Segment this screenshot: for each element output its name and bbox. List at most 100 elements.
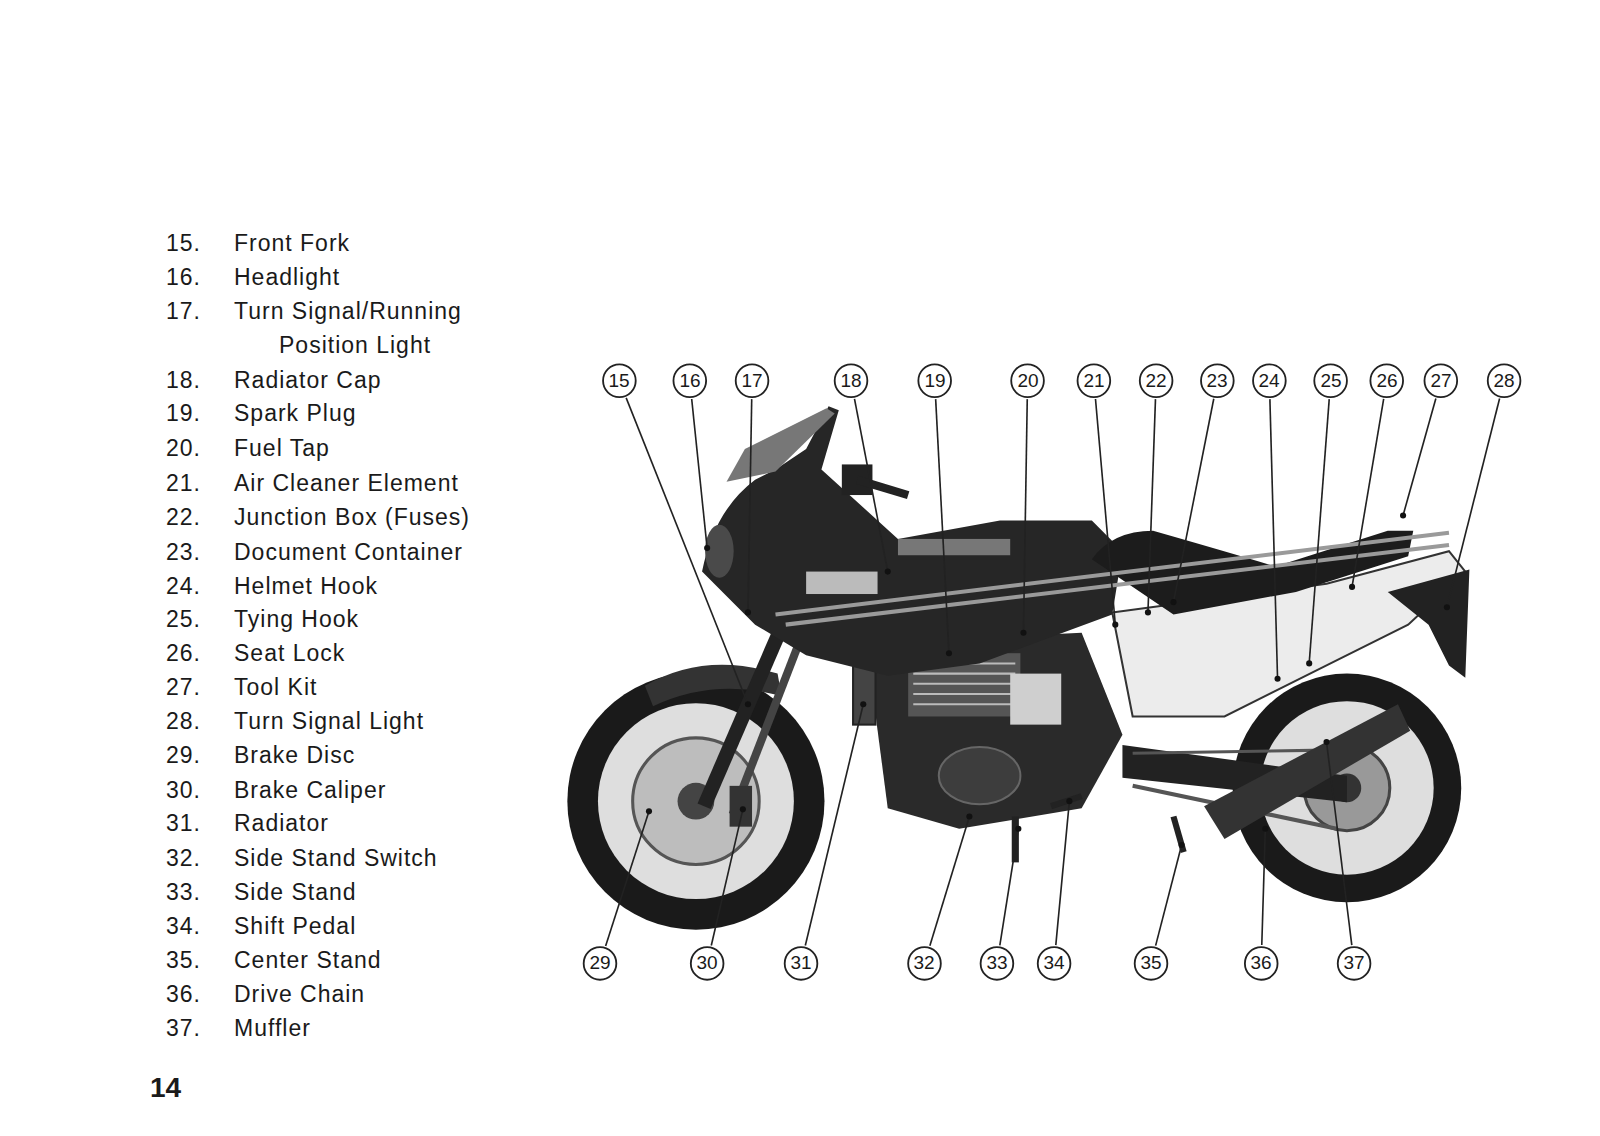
list-number: 29. <box>166 738 201 772</box>
callout-circle <box>1424 364 1457 397</box>
callout-circle <box>673 364 706 397</box>
callout-circle <box>1253 364 1286 397</box>
callout-number: 27 <box>1430 371 1451 391</box>
callout-number: 36 <box>1250 953 1271 973</box>
list-number: 27. <box>166 670 201 704</box>
part-name: Front Fork <box>234 226 350 260</box>
callout-number: 16 <box>679 371 700 391</box>
list-number: 37. <box>166 1011 201 1045</box>
callout-number: 19 <box>924 371 945 391</box>
callout-number: 32 <box>913 953 934 973</box>
callout-number: 25 <box>1320 371 1341 391</box>
callout-number: 34 <box>1043 953 1064 973</box>
illustration-part <box>702 406 1122 675</box>
part-name: Seat Lock <box>234 636 345 670</box>
leader-dot <box>1170 599 1176 605</box>
part-name: Fuel Tap <box>234 431 330 465</box>
list-number: 20. <box>166 431 201 465</box>
callout-circle <box>785 947 818 980</box>
illustration-part <box>806 572 877 594</box>
illustration-part <box>776 533 1449 625</box>
leader-dot <box>646 808 652 814</box>
part-name: Shift Pedal <box>234 909 356 943</box>
callout-circle <box>1078 364 1111 397</box>
list-number: 33. <box>166 875 201 909</box>
callout-circle <box>835 364 868 397</box>
leader-line <box>1023 399 1027 633</box>
leader-line <box>930 816 970 945</box>
callout-number: 15 <box>608 371 629 391</box>
list-number: 36. <box>166 977 201 1011</box>
part-name: Tool Kit <box>234 670 317 704</box>
part-name: Turn Signal Light <box>234 704 424 738</box>
leader-line <box>626 398 748 704</box>
callout-circle <box>1140 364 1173 397</box>
leader-dot <box>860 701 866 707</box>
callout-number: 21 <box>1083 371 1104 391</box>
list-number: 21. <box>166 466 201 500</box>
leader-line <box>1095 399 1115 625</box>
leader-dot <box>1306 660 1312 666</box>
leader-lines <box>584 364 1521 979</box>
callout-number: 17 <box>741 371 762 391</box>
leader-line <box>1327 742 1352 945</box>
list-number: 35. <box>166 943 201 977</box>
callout-circle <box>1488 364 1521 397</box>
illustration-part <box>939 747 1021 804</box>
motorcycle <box>567 406 1469 929</box>
leader-dot <box>1323 739 1329 745</box>
leader-line <box>692 399 707 548</box>
part-name: Air Cleaner Element <box>234 466 459 500</box>
part-name: Radiator Cap <box>234 363 382 397</box>
callout-number: 31 <box>790 953 811 973</box>
illustration-part <box>913 683 1015 685</box>
leader-line <box>1173 399 1213 602</box>
part-name: Tying Hook <box>234 602 359 636</box>
leader-dot <box>704 545 710 551</box>
leader-dot <box>745 701 751 707</box>
part-name: Brake Caliper <box>234 773 386 807</box>
illustration-part <box>1051 796 1082 806</box>
part-name: Headlight <box>234 260 340 294</box>
leader-dot <box>1020 630 1026 636</box>
callout-circle <box>691 947 724 980</box>
leader-dot <box>1349 584 1355 590</box>
leader-line <box>936 399 949 653</box>
part-name: Muffler <box>234 1011 311 1045</box>
part-name: Document Container <box>234 535 463 569</box>
callout-circle <box>981 947 1014 980</box>
callout-number: 20 <box>1017 371 1038 391</box>
callout-circle <box>1038 947 1071 980</box>
part-name: Helmet Hook <box>234 569 378 603</box>
callout-number: 22 <box>1145 371 1166 391</box>
list-number: 18. <box>166 363 201 397</box>
part-name: Drive Chain <box>234 977 365 1011</box>
part-name: Side Stand Switch <box>234 841 438 875</box>
callout-circle <box>1370 364 1403 397</box>
callout-number: 28 <box>1493 371 1514 391</box>
callout-number: 37 <box>1343 953 1364 973</box>
callout-number: 18 <box>840 371 861 391</box>
part-name: Radiator <box>234 806 329 840</box>
callout-circle <box>584 947 617 980</box>
illustration-part <box>633 738 760 865</box>
part-name: Turn Signal/Running Position Light <box>234 294 529 362</box>
leader-dot <box>1444 604 1450 610</box>
callout-circle <box>1245 947 1278 980</box>
leader-line <box>1403 398 1436 515</box>
leader-line <box>805 704 863 945</box>
callout-number: 33 <box>986 953 1007 973</box>
list-number: 15. <box>166 226 201 260</box>
part-name: Junction Box (Fuses) <box>234 500 470 534</box>
callout-circle <box>1011 364 1044 397</box>
illustration-part <box>913 703 1015 705</box>
illustration-part <box>1012 816 1019 862</box>
leader-dot <box>1262 826 1268 832</box>
callout-number: 35 <box>1140 953 1161 973</box>
callout-circle <box>1338 947 1371 980</box>
callout-circle <box>603 364 636 397</box>
leader-dot <box>1274 676 1280 682</box>
illustration-part <box>727 408 835 481</box>
callout-number: 26 <box>1376 371 1397 391</box>
list-number: 26. <box>166 636 201 670</box>
